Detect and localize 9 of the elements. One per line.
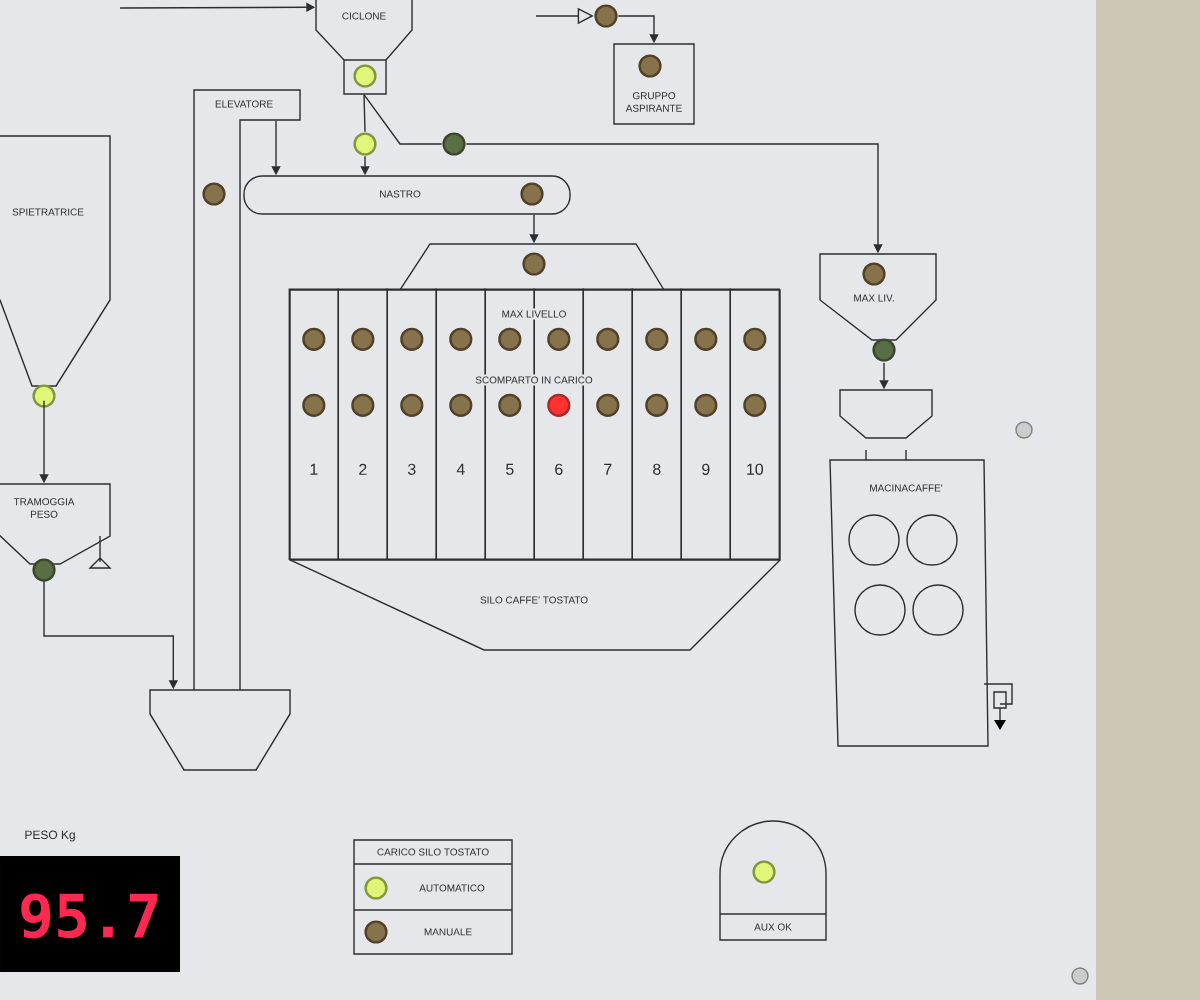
- hopper-shape: [839, 389, 933, 439]
- flow-line: [363, 94, 443, 145]
- flow-line: [363, 94, 366, 133]
- indicator-lamp: [353, 132, 377, 156]
- hopper-shape: [149, 689, 291, 771]
- indicator-lamp: [594, 4, 618, 28]
- digital-display: 95.7: [0, 856, 180, 972]
- indicator-lamp: [442, 132, 466, 156]
- indicator-lamp: [522, 252, 546, 276]
